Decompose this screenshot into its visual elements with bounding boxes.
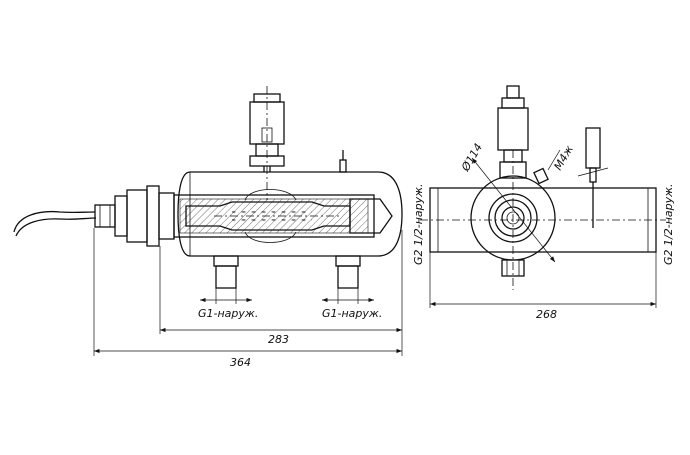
vent-valve bbox=[339, 150, 347, 173]
side-sensor bbox=[497, 85, 529, 179]
inlet-thread-label: G1-наруж. bbox=[198, 307, 258, 320]
cable-gland bbox=[94, 185, 175, 247]
body-length-dimension: 283 bbox=[268, 333, 289, 346]
left-side-thread-label: G2 1/2-наруж. bbox=[412, 183, 425, 265]
temperature-probe bbox=[577, 127, 609, 228]
front-dimensions: G1-наруж. G1-наруж. 283 364 bbox=[93, 228, 403, 369]
front-view bbox=[13, 86, 403, 289]
right-side-thread-label: G2 1/2-наруж. bbox=[662, 183, 675, 265]
power-cable bbox=[13, 210, 96, 233]
side-view bbox=[420, 85, 666, 290]
outlet-thread-label: G1-наруж. bbox=[322, 307, 382, 320]
reactor-body bbox=[173, 171, 403, 257]
outlet-pipe bbox=[335, 255, 361, 289]
inlet-pipe bbox=[213, 255, 239, 289]
screw-label: M4ж bbox=[552, 143, 577, 172]
sensor-housing bbox=[249, 86, 285, 200]
side-dimensions: Ø114 M4ж 268 G2 1/2-наруж. G2 1/2-наруж. bbox=[412, 141, 675, 321]
overall-length-dimension: 364 bbox=[230, 356, 251, 369]
side-width-dimension: 268 bbox=[536, 308, 557, 321]
